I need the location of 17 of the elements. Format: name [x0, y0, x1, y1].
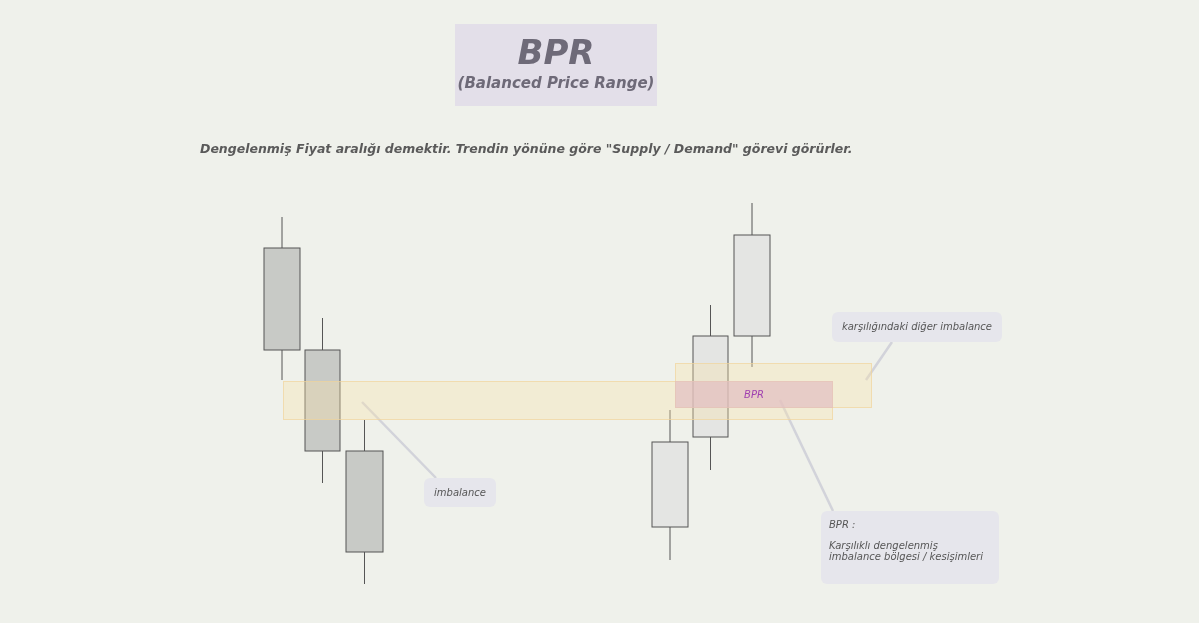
- zone-label: BPR: [743, 388, 765, 402]
- leader-line: [361, 401, 437, 479]
- callout: [821, 511, 999, 584]
- callout-text: karşılığındaki diğer imbalance: [840, 320, 994, 334]
- description-text: Dengelenmiş Fiyat aralığı demektir. Trendin yönüne göre "Supply / Demand" görevi görürler.: [200, 141, 854, 156]
- callout: [832, 312, 1002, 342]
- subtitle: (Balanced Price Range): [456, 73, 656, 94]
- leader-line: [864, 341, 894, 381]
- callout: [424, 478, 496, 507]
- imbalance-zone: [283, 381, 833, 420]
- imbalance-zone: [675, 363, 872, 408]
- leader-line: [778, 399, 835, 512]
- callout-text: BPR :: [828, 518, 857, 530]
- bpr-zone: [675, 381, 833, 408]
- title: BPR: [516, 31, 596, 72]
- callout-body: Karşılıklı dengelenmiş imbalance bölgesi / kesişimleri: [828, 539, 984, 562]
- callout-text: imbalance: [433, 486, 487, 500]
